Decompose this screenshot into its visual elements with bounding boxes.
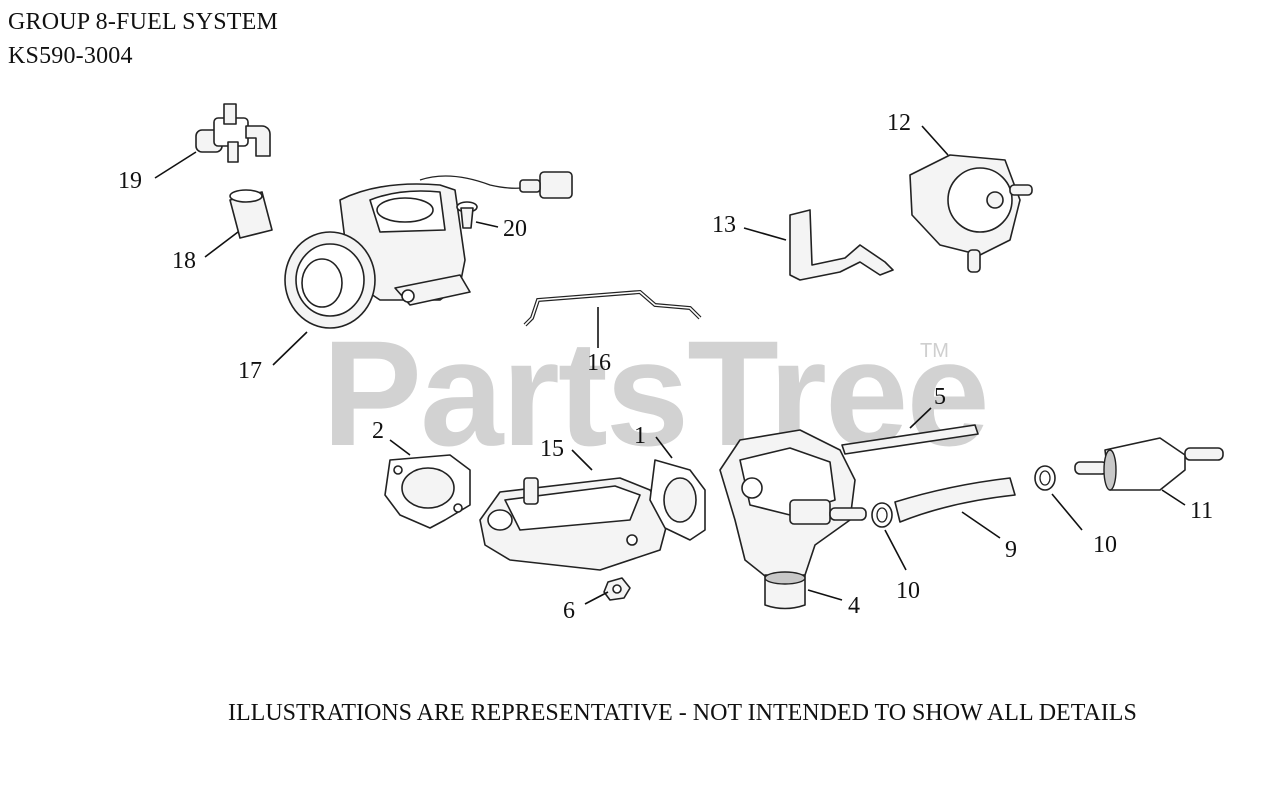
callout-11[interactable]: 11 — [1190, 498, 1213, 524]
callout-17[interactable]: 17 — [238, 358, 262, 384]
part-6-nut[interactable] — [603, 577, 631, 601]
callout-10-right[interactable]: 10 — [1093, 532, 1117, 558]
callout-16[interactable]: 16 — [587, 350, 611, 376]
part-12-fuel-pump[interactable] — [909, 154, 1033, 273]
part-2-gasket[interactable] — [384, 454, 471, 529]
watermark-trademark: TM — [920, 340, 949, 362]
callout-10-left[interactable]: 10 — [896, 578, 920, 604]
part-20-screw[interactable] — [456, 201, 478, 229]
part-15-intake-elbow[interactable] — [479, 477, 669, 571]
callout-9[interactable]: 9 — [1005, 537, 1017, 563]
disclaimer-note: ILLUSTRATIONS ARE REPRESENTATIVE - NOT I… — [228, 700, 1137, 726]
diagram-title: GROUP 8-FUEL SYSTEM — [8, 9, 279, 35]
callout-12[interactable]: 12 — [887, 110, 911, 136]
callout-19[interactable]: 19 — [118, 168, 142, 194]
part-19-fuel-valve[interactable] — [195, 103, 271, 163]
part-10-clamp-b[interactable] — [1034, 465, 1056, 491]
part-11-fuel-filter[interactable] — [1074, 437, 1224, 491]
callout-1[interactable]: 1 — [634, 423, 646, 449]
part-5-stud[interactable] — [841, 424, 979, 455]
part-4-carburetor[interactable] — [719, 429, 867, 610]
callout-15[interactable]: 15 — [540, 436, 564, 462]
part-16-link-rod[interactable] — [523, 289, 702, 327]
callout-20[interactable]: 20 — [503, 216, 527, 242]
callout-4[interactable]: 4 — [848, 593, 860, 619]
callout-13[interactable]: 13 — [712, 212, 736, 238]
callout-6[interactable]: 6 — [563, 598, 575, 624]
callout-2[interactable]: 2 — [372, 418, 384, 444]
part-9-fuel-hose[interactable] — [894, 477, 1016, 523]
part-13-bracket[interactable] — [789, 209, 894, 281]
part-18-spacer[interactable] — [229, 189, 273, 239]
callout-18[interactable]: 18 — [172, 248, 196, 274]
callout-5[interactable]: 5 — [934, 384, 946, 410]
part-17-solenoid-assembly[interactable] — [284, 171, 573, 329]
part-10-clamp-a[interactable] — [871, 502, 893, 528]
part-1-gasket[interactable] — [649, 459, 706, 541]
model-number: KS590-3004 — [8, 43, 133, 69]
